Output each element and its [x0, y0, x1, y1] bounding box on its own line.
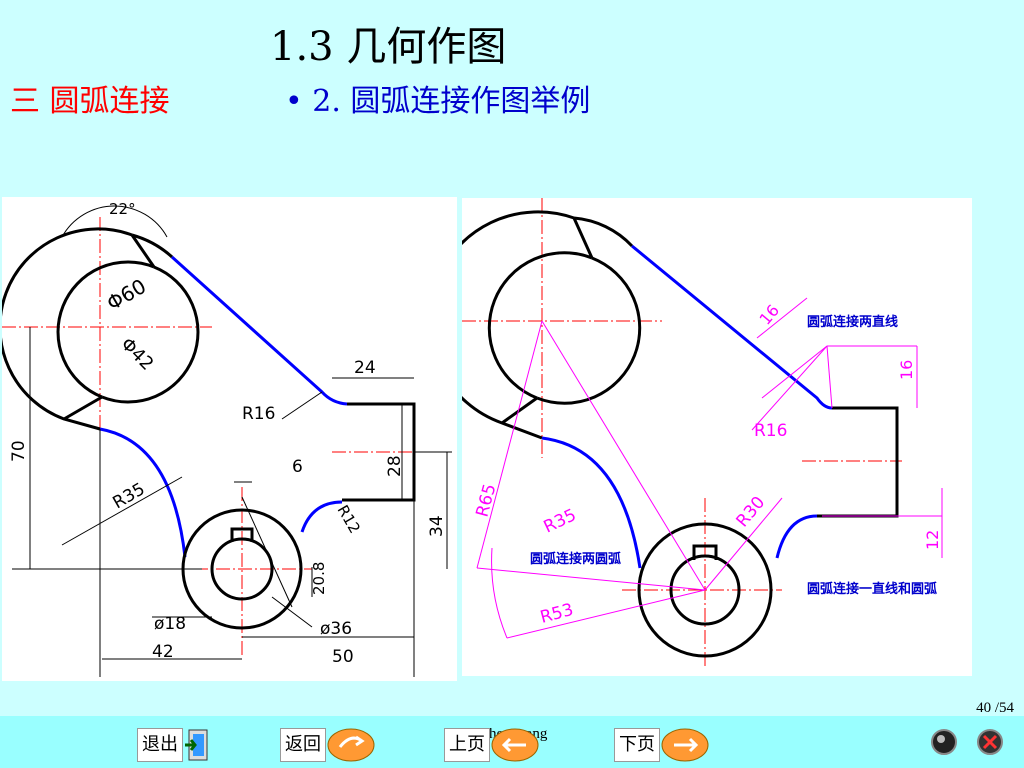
- dim-16b: 16: [897, 360, 916, 380]
- dim-r12: R12: [334, 502, 364, 537]
- bullet-heading: • 2. 圆弧连接作图举例: [285, 84, 591, 119]
- right-drawing-panel: 16 16 R16 R65 R35 R30 R53 12 圆弧连接两直线 圆弧连…: [462, 198, 972, 676]
- dim-r53: R53: [538, 600, 575, 628]
- dim-h70: 70: [9, 440, 29, 462]
- dim-d60: Φ60: [103, 274, 151, 315]
- body-outline: [181, 402, 416, 630]
- left-drawing-panel: 22° Φ60 Φ42 24 R16 70 28 6 R35 R12 34 20…: [2, 197, 457, 681]
- note-two-lines: 圆弧连接两直线: [807, 314, 898, 330]
- body-outline: [637, 406, 899, 658]
- dim-h28: 28: [385, 455, 405, 477]
- back-button[interactable]: 返回: [280, 725, 376, 765]
- prev-button[interactable]: 上页: [444, 725, 540, 765]
- dim-16a: 16: [756, 301, 784, 329]
- close-icon[interactable]: [976, 728, 1004, 756]
- dim-r65: R65: [473, 482, 501, 519]
- dim-w50: 50: [332, 647, 354, 667]
- dim-d36: ø36: [320, 619, 352, 639]
- left-arrow-icon: [491, 728, 539, 762]
- dim-12: 12: [923, 530, 942, 550]
- note-two-arcs: 圆弧连接两圆弧: [530, 551, 621, 567]
- door-icon: [185, 729, 208, 761]
- ring-outline: [2, 227, 200, 431]
- dim-d18: ø18: [154, 614, 186, 634]
- dim-d42: Φ42: [116, 334, 157, 375]
- exit-button-label: 退出: [137, 728, 183, 762]
- dim-r35: R35: [541, 505, 580, 537]
- back-button-label: 返回: [280, 728, 326, 762]
- dim-h20-8: 20.8: [310, 562, 328, 595]
- dim-h34: 34: [427, 515, 447, 537]
- section-heading: 三 圆弧连接: [10, 84, 170, 119]
- exit-button[interactable]: 退出: [137, 725, 211, 765]
- connection-arcs: [541, 244, 833, 569]
- dim-w42: 42: [152, 642, 174, 662]
- dim-r35: R35: [110, 479, 149, 513]
- page-number: 40 /54: [976, 700, 1014, 716]
- note-line-arc: 圆弧连接一直线和圆弧: [807, 581, 937, 597]
- construction-lines: [476, 297, 943, 639]
- right-arrow-icon: [661, 728, 709, 762]
- dim-w24: 24: [354, 358, 376, 378]
- prev-button-label: 上页: [444, 728, 490, 762]
- return-arrow-icon: [327, 728, 375, 762]
- connection-arcs: [99, 255, 348, 558]
- left-drawing: 22° Φ60 Φ42 24 R16 70 28 6 R35 R12 34 20…: [2, 200, 452, 677]
- next-button-label: 下页: [614, 728, 660, 762]
- dim-r16: R16: [754, 421, 787, 441]
- ring-outline: [462, 210, 642, 440]
- dim-r16: R16: [242, 404, 275, 424]
- dim-r30: R30: [733, 493, 770, 531]
- center-lines: [2, 217, 422, 657]
- right-drawing: 16 16 R16 R65 R35 R30 R53 12 圆弧连接两直线 圆弧连…: [462, 198, 943, 668]
- dim-angle: 22°: [109, 200, 136, 218]
- dimension-lines: [12, 205, 452, 677]
- slide-title: 1.3 几何作图: [270, 24, 507, 70]
- next-button[interactable]: 下页: [614, 725, 710, 765]
- dim-w6: 6: [292, 457, 303, 477]
- sound-icon[interactable]: [930, 728, 958, 756]
